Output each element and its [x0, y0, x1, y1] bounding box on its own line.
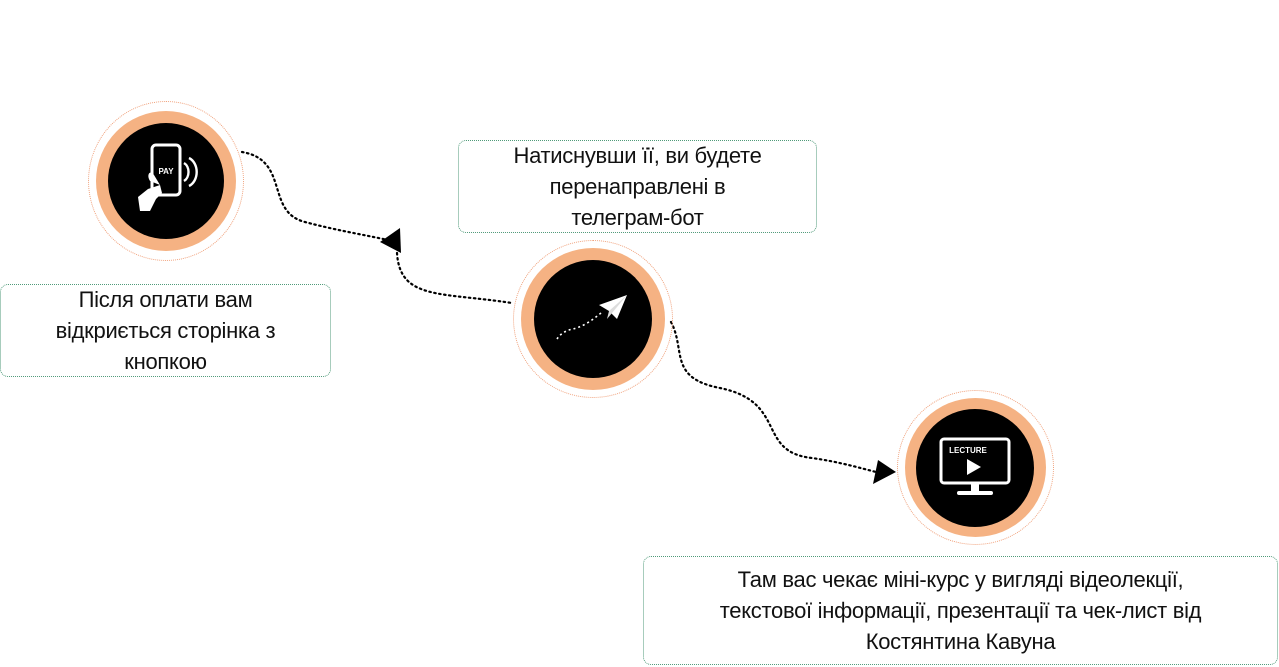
step-2-text: Натиснувши її, ви будете перенаправлені … — [513, 143, 762, 230]
arrowhead-pay-to-telegram — [380, 228, 401, 253]
connector-telegram-from-box — [395, 251, 514, 305]
step-2-halo — [513, 240, 673, 398]
step-1-core: PAY — [108, 123, 224, 239]
lecture-icon-label: LECTURE — [949, 446, 987, 455]
step-1-text: Після оплати вам відкриється сторінка з … — [55, 287, 276, 374]
connector-pay-to-telegram — [240, 150, 390, 242]
step-3-text: Там вас чекає міні-курс у вигляді відеол… — [719, 567, 1202, 654]
step-3-halo — [897, 390, 1054, 545]
pay-phone-icon: PAY — [138, 143, 198, 211]
step-1-halo — [88, 101, 244, 261]
step-2-telegram-circle — [513, 240, 673, 398]
step-3-text-box: Там вас чекає міні-курс у вигляді відеол… — [643, 556, 1278, 665]
step-2-core — [534, 260, 652, 378]
arrowhead-telegram-to-lecture — [873, 460, 896, 484]
step-3-core: LECTURE — [916, 409, 1034, 527]
step-1-text-box: Після оплати вам відкриється сторінка з … — [0, 284, 331, 377]
step-3-lecture-circle: LECTURE — [897, 390, 1054, 545]
pay-icon-label: PAY — [158, 167, 174, 176]
step-2-text-box: Натиснувши її, ви будете перенаправлені … — [458, 140, 817, 233]
connector-telegram-to-lecture — [669, 320, 878, 474]
paper-plane-icon — [556, 295, 627, 340]
step-1-pay-circle: PAY — [88, 101, 244, 261]
lecture-monitor-icon: LECTURE — [939, 437, 1011, 495]
